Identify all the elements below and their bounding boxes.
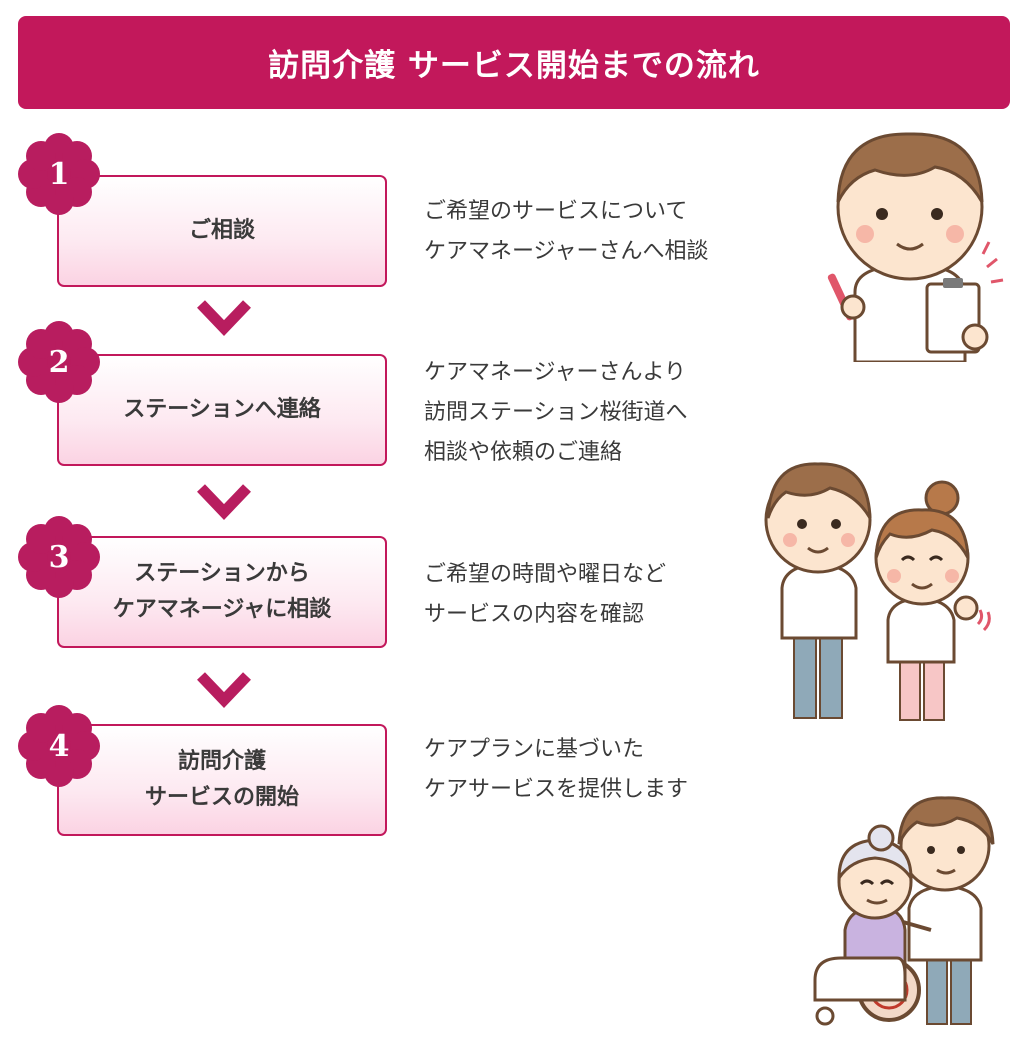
step-label: 訪問介護 サービスの開始 [145,744,299,816]
step-badge-3: 3 [17,515,101,599]
step-description-4: ケアプランに基づいた ケアサービスを提供します [424,730,784,810]
step-number: 4 [17,704,101,788]
caregiver-pushing-wheelchair-icon [805,790,1010,1030]
chevron-down-icon [195,670,253,708]
caregiver-pair-waving-icon [760,448,992,728]
step-box-2: ステーションへ連絡 [57,354,387,466]
step-description-2: ケアマネージャーさんより 訪問ステーション桜街道へ 相談や依頼のご連絡 [424,353,784,473]
step-label: ステーションへ連絡 [123,392,321,428]
caregiver-with-clipboard-icon [815,122,1005,362]
chevron-down-icon [195,482,253,520]
step-box-4: 訪問介護 サービスの開始 [57,724,387,836]
step-number: 2 [17,320,101,404]
step-description-3: ご希望の時間や曜日など サービスの内容を確認 [424,555,784,635]
header-banner: 訪問介護 サービス開始までの流れ [18,16,1010,109]
step-label: ご相談 [189,213,255,249]
step-box-1: ご相談 [57,175,387,287]
step-number: 1 [17,132,101,216]
step-badge-2: 2 [17,320,101,404]
step-description-1: ご希望のサービスについて ケアマネージャーさんへ相談 [424,192,784,272]
page-title: 訪問介護 サービス開始までの流れ [268,40,760,85]
step-box-3: ステーションから ケアマネージャに相談 [57,536,387,648]
step-label: ステーションから ケアマネージャに相談 [113,556,331,628]
step-badge-4: 4 [17,704,101,788]
step-number: 3 [17,515,101,599]
step-badge-1: 1 [17,132,101,216]
chevron-down-icon [195,298,253,336]
